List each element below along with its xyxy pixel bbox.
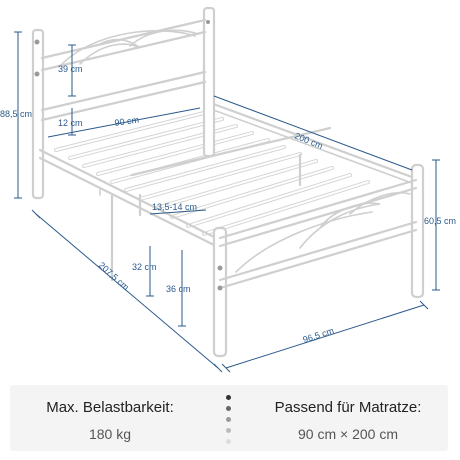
- dim-total-width: 96,5 cm: [302, 325, 336, 344]
- dim-total-length: 207,5 cm: [97, 260, 131, 292]
- dim-slat-gap: 13,5-14 cm: [152, 202, 197, 212]
- headboard: [31, 6, 216, 200]
- bed-frame: [31, 6, 425, 358]
- dimension-lines: [14, 31, 440, 373]
- dim-footboard-height: 60,5 cm: [424, 216, 456, 226]
- dim-headboard-section: 39 cm: [58, 64, 83, 74]
- dim-gap-section: 12 cm: [58, 118, 83, 128]
- info-panel: Max. Belastbarkeit: 180 kg Passend für M…: [10, 385, 448, 451]
- load-label: Max. Belastbarkeit:: [46, 399, 174, 416]
- divider-dots: [224, 395, 234, 445]
- dim-width: 90 cm: [114, 115, 140, 128]
- dim-total-height: 88,5 cm: [0, 109, 32, 119]
- dim-under-bed-height-2: 36 cm: [166, 284, 191, 294]
- mattress-value: 90 cm × 200 cm: [298, 426, 398, 442]
- bed-illustration: 88,5 cm 39 cm 12 cm 90 cm 200 cm 13,5-14…: [0, 6, 456, 373]
- mattress-label: Passend für Matratze:: [274, 399, 422, 416]
- slats: [54, 110, 370, 236]
- dim-under-bed-height-1: 32 cm: [132, 262, 157, 272]
- load-value: 180 kg: [88, 426, 132, 442]
- footboard: [217, 163, 425, 299]
